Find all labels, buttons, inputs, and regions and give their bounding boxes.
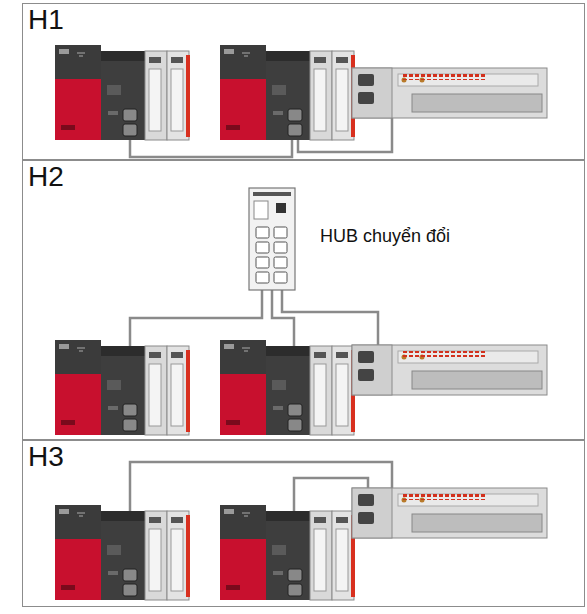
panel-band: H1 [22, 3, 585, 160]
io-leds [402, 351, 486, 357]
hub-label: HUB chuyển đổi [318, 225, 452, 247]
plc-unit [55, 340, 190, 435]
panel-heading: H2 [28, 161, 64, 193]
remote-io-module [352, 345, 547, 395]
plc-unit [220, 505, 355, 600]
plc-unit [220, 45, 355, 140]
plc-unit [55, 45, 190, 140]
io-leds [402, 494, 486, 500]
io-leds [402, 74, 486, 80]
hub-symbol [248, 187, 296, 291]
remote-io-module [352, 488, 547, 538]
plc-unit [220, 340, 355, 435]
remote-io-module [352, 68, 547, 118]
panel-heading: H1 [28, 4, 64, 36]
panel-heading: H3 [28, 441, 64, 473]
panel-band: HUB chuyển đổi H2 [22, 160, 585, 440]
switching-hub: HUB chuyển đổi [248, 187, 296, 291]
plc-unit [55, 505, 190, 600]
panel-band: H3 [22, 440, 585, 607]
